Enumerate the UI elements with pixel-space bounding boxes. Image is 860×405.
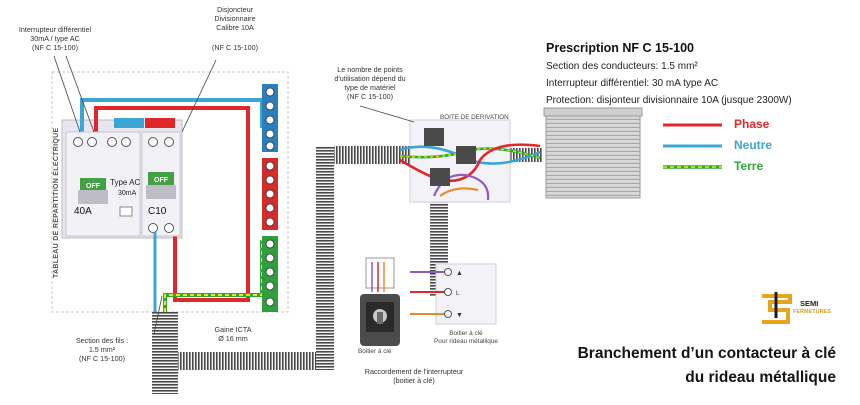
connector-1 [424,128,444,146]
svg-text:Divisionnaire: Divisionnaire [214,14,255,23]
svg-text:(NF C 15-100): (NF C 15-100) [347,92,393,101]
breaker1-screws [73,137,131,147]
terminal-down [444,310,452,318]
breaker2-screw-3 [148,223,158,233]
panel-title: TABLEAU DE RÉPARTITION ÉLECTRIQUE [51,128,60,278]
gaine-vertical [316,146,334,370]
svg-text:Boitier à clé: Boitier à clé [449,330,483,337]
key-icon [377,312,383,324]
connector-2 [456,146,476,164]
breaker1-rating: 40A [74,206,92,217]
breaker2-off: OFF [154,177,169,184]
svg-text:Raccordement de l'interrupteu: Raccordement de l'interrupteur [365,367,464,376]
breaker1-ma: 30mA [118,190,137,197]
arrow-down-icon: ▼ [456,312,463,319]
connector-3 [430,168,450,186]
terminal-l-label: L [456,291,460,297]
label-boitier-right: Boitier à clé Pour rideau métallique [434,330,498,345]
breaker2-rating: C10 [148,206,167,217]
breaker1-type: Type AC [110,178,140,187]
logo-name: SEMI [800,299,819,308]
breaker2-toggle [148,172,174,185]
breaker1-off: OFF [86,183,101,190]
svg-text:Section des fils :: Section des fils : [76,336,128,345]
svg-text:(boitier à clé): (boitier à clé) [393,376,435,385]
brand-logo [762,292,792,324]
svg-text:(NF C 15-100): (NF C 15-100) [79,354,125,363]
test-button [119,206,133,217]
junction-wire-orange [439,187,479,197]
logo-subtitle: FERMETURES [793,309,831,315]
breaker2-screw-1 [148,137,158,147]
prescription-line-3: Protection: disjonteur divisionnaire 10A… [546,95,792,106]
page-title-line-1: Branchement d’un contacteur à clé [577,345,836,362]
svg-text:Disjoncteur: Disjoncteur [217,5,254,14]
metal-shutter [545,111,641,199]
key-switch-terminals [365,257,395,289]
neutral-bridge [114,118,144,128]
prescription-line-2: Interrupteur différentiel: 30 mA type AC [546,78,719,89]
arrow-up-icon: ▲ [456,270,463,277]
svg-text:Calibre 10A: Calibre 10A [216,23,254,32]
breaker1-toggle [80,178,106,191]
svg-text:Ø 16 mm: Ø 16 mm [218,334,248,343]
legend-neutre: Neutre [734,138,773,152]
label-interrupteur: Interrupteur différentiel 30mA / type AC… [19,25,92,52]
leader-lines [53,55,415,335]
label-gaine: Gaine ICTA Ø 16 mm [214,325,251,343]
label-section-fils: Section des fils : 1.5 mm² (NF C 15-100) [76,336,128,363]
shutter-box [543,107,643,117]
phase-wire-main [94,106,250,302]
prescription-title: Prescription NF C 15-100 [546,41,694,55]
svg-text:1.5 mm²: 1.5 mm² [89,345,116,354]
terminal-screws [265,87,275,307]
gaine-bottom [178,352,332,370]
svg-text:30mA / type AC: 30mA / type AC [30,34,80,43]
breaker2-screw-4 [164,223,174,233]
svg-text:Interrupteur différentiel: Interrupteur différentiel [19,25,92,34]
junction-box-label: BOITE DE DERIVATION [440,114,509,121]
svg-text:Pour rideau métallique: Pour rideau métallique [434,338,498,345]
label-points-utilisation: Le nombre de points d'utilisation dépend… [334,65,405,101]
prescription-line-1: Section des conducteurs: 1.5 mm² [546,61,698,72]
breaker2-handle [146,185,176,199]
page-title-line-2: du rideau métallique [685,369,836,386]
legend-terre: Terre [734,159,764,173]
gaine-to-box [334,146,410,164]
phase-bridge [145,118,175,128]
label-raccordement: Raccordement de l'interrupteur (boitier … [365,367,464,385]
svg-text:(NF C 15-100): (NF C 15-100) [32,43,78,52]
svg-text:Gaine ICTA: Gaine ICTA [214,325,251,334]
gaine-panel-down [152,312,178,394]
svg-text:Le nombre de points: Le nombre de points [337,65,403,74]
legend-phase: Phase [734,117,770,131]
key-switch-label: Boitier à clé [358,348,392,355]
label-disjoncteur: Disjoncteur Divisionnaire Calibre 10A (N… [212,5,258,52]
svg-text:(NF C 15-100): (NF C 15-100) [212,43,258,52]
breaker1-handle [78,190,108,204]
svg-text:type de matériel: type de matériel [344,83,396,92]
terminal-up [444,268,452,276]
terminal-l [444,288,452,296]
breaker2-screw-2 [164,137,174,147]
svg-text:d'utilisation dépend du: d'utilisation dépend du [334,74,405,83]
